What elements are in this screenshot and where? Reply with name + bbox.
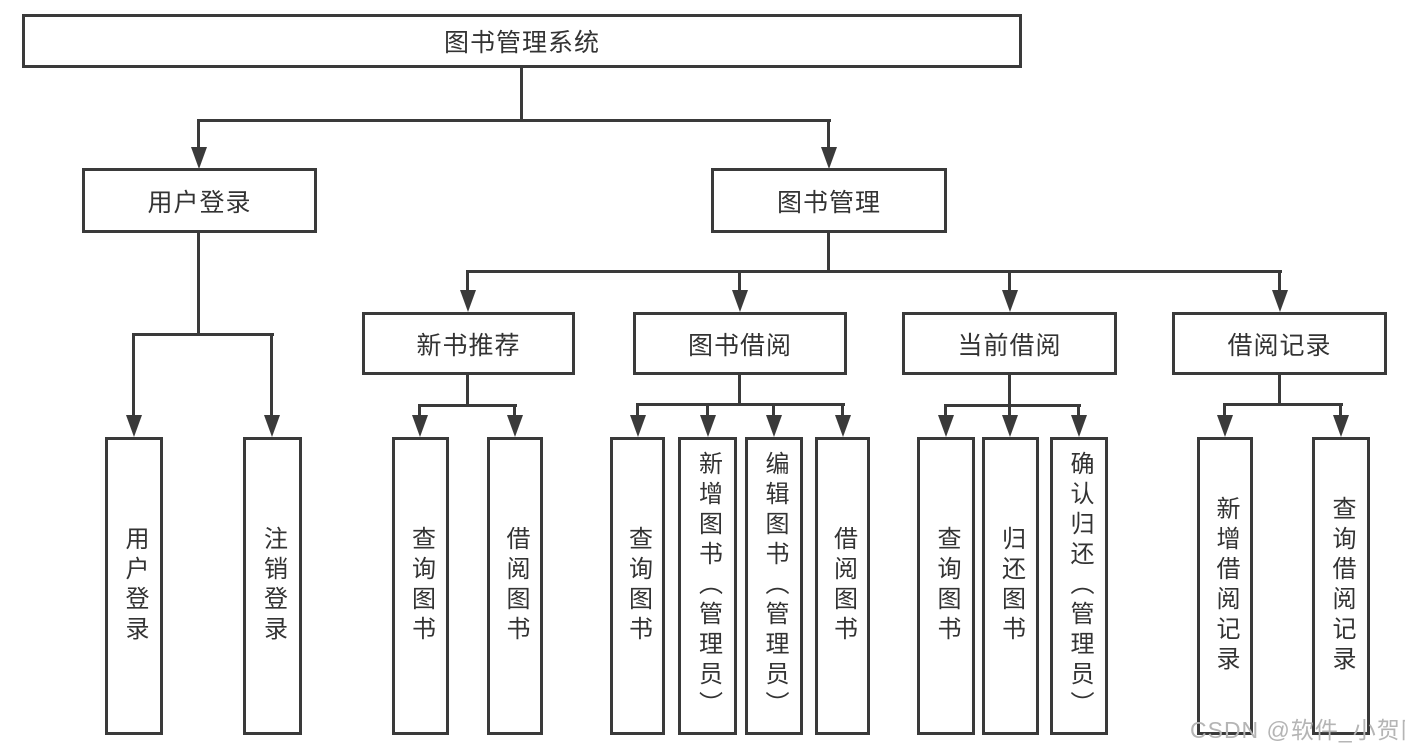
connector-line (1008, 270, 1011, 290)
node-borrow-books-borrow-label: 借阅图书 (829, 526, 857, 646)
connector-line (513, 404, 516, 415)
node-query-borrow-record-label: 查询借阅记录 (1328, 496, 1355, 676)
connector-line (132, 333, 135, 415)
connector-line (270, 333, 273, 415)
connector-line (841, 403, 844, 415)
node-borrow-books-recommend: 借阅图书 (487, 437, 543, 735)
connector-line (418, 404, 421, 415)
arrow-down-icon (835, 415, 851, 437)
node-borrow-records: 借阅记录 (1172, 312, 1387, 375)
connector-line (772, 403, 775, 415)
arrow-down-icon (821, 147, 837, 169)
connector-line (1278, 375, 1281, 405)
connector-line (636, 403, 845, 406)
connector-line (466, 270, 1282, 273)
connector-line (738, 270, 741, 290)
connector-line (827, 233, 830, 272)
node-add-book-admin: 新增图书（管理员） (678, 437, 737, 735)
arrow-down-icon (460, 290, 476, 312)
connector-line (706, 403, 709, 415)
node-user-login-leaf: 用户登录 (105, 437, 163, 735)
node-user-login-label: 用户登录 (147, 188, 252, 217)
node-book-management-label: 图书管理 (776, 188, 881, 217)
arrow-down-icon (126, 415, 142, 437)
connector-line (466, 375, 469, 406)
node-root: 图书管理系统 (22, 14, 1022, 68)
watermark: CSDN @软件_小贺同学 (1190, 717, 1405, 743)
node-query-books-borrow: 查询图书 (610, 437, 665, 735)
connector-line (466, 270, 469, 290)
node-logout-label: 注销登录 (259, 526, 287, 646)
node-add-borrow-record-label: 新增借阅记录 (1212, 496, 1239, 676)
node-borrow-books-recommend-label: 借阅图书 (502, 526, 529, 646)
arrow-down-icon (264, 415, 280, 437)
arrow-down-icon (700, 415, 716, 437)
connector-line (1278, 270, 1281, 290)
arrow-down-icon (1002, 415, 1018, 437)
node-new-book-recommend-label: 新书推荐 (416, 331, 521, 360)
node-edit-book-admin-label: 编辑图书（管理员） (761, 451, 788, 721)
connector-line (1077, 404, 1080, 415)
node-current-borrow: 当前借阅 (902, 312, 1117, 375)
connector-line (944, 404, 947, 415)
connector-line (636, 403, 639, 415)
node-confirm-return-admin-label: 确认归还（管理员） (1066, 451, 1093, 721)
arrow-down-icon (1217, 415, 1233, 437)
node-query-books-recommend: 查询图书 (392, 437, 449, 735)
node-current-borrow-label: 当前借阅 (957, 331, 1062, 360)
connector-line (1008, 375, 1011, 406)
node-root-label: 图书管理系统 (443, 29, 600, 57)
connector-line (197, 233, 200, 335)
arrow-down-icon (1002, 290, 1018, 312)
node-add-book-admin-label: 新增图书（管理员） (694, 451, 722, 721)
node-query-books-current: 查询图书 (917, 437, 975, 735)
connector-line (197, 119, 831, 122)
node-borrow-records-label: 借阅记录 (1227, 331, 1332, 360)
arrow-down-icon (507, 415, 523, 437)
arrow-down-icon (938, 415, 954, 437)
node-book-borrow-label: 图书借阅 (687, 331, 792, 360)
node-return-book-label: 归还图书 (997, 526, 1025, 646)
connector-line (1339, 403, 1342, 415)
arrow-down-icon (1333, 415, 1349, 437)
arrow-down-icon (412, 415, 428, 437)
node-query-books-borrow-label: 查询图书 (624, 526, 652, 646)
node-new-book-recommend: 新书推荐 (362, 312, 575, 375)
arrow-down-icon (630, 415, 646, 437)
node-borrow-books-borrow: 借阅图书 (815, 437, 870, 735)
connector-line (738, 375, 741, 405)
connector-line (520, 68, 523, 121)
connector-line (1223, 403, 1226, 415)
node-add-borrow-record: 新增借阅记录 (1197, 437, 1253, 735)
node-confirm-return-admin: 确认归还（管理员） (1050, 437, 1108, 735)
connector-line (197, 119, 200, 147)
connector-line (827, 119, 830, 147)
connector-line (944, 404, 1081, 407)
arrow-down-icon (1272, 290, 1288, 312)
connector-line (418, 404, 517, 407)
node-query-books-current-label: 查询图书 (933, 526, 960, 646)
connector-line (1008, 404, 1011, 415)
node-book-management: 图书管理 (711, 168, 947, 233)
node-logout: 注销登录 (243, 437, 302, 735)
connector-line (1223, 403, 1343, 406)
node-return-book: 归还图书 (982, 437, 1039, 735)
arrow-down-icon (1071, 415, 1087, 437)
arrow-down-icon (732, 290, 748, 312)
arrow-down-icon (766, 415, 782, 437)
node-edit-book-admin: 编辑图书（管理员） (745, 437, 803, 735)
node-user-login: 用户登录 (82, 168, 317, 233)
arrow-down-icon (191, 147, 207, 169)
node-query-borrow-record: 查询借阅记录 (1312, 437, 1370, 735)
node-user-login-leaf-label: 用户登录 (121, 526, 148, 646)
connector-line (132, 333, 274, 336)
node-book-borrow: 图书借阅 (633, 312, 847, 375)
node-query-books-recommend-label: 查询图书 (407, 526, 435, 646)
